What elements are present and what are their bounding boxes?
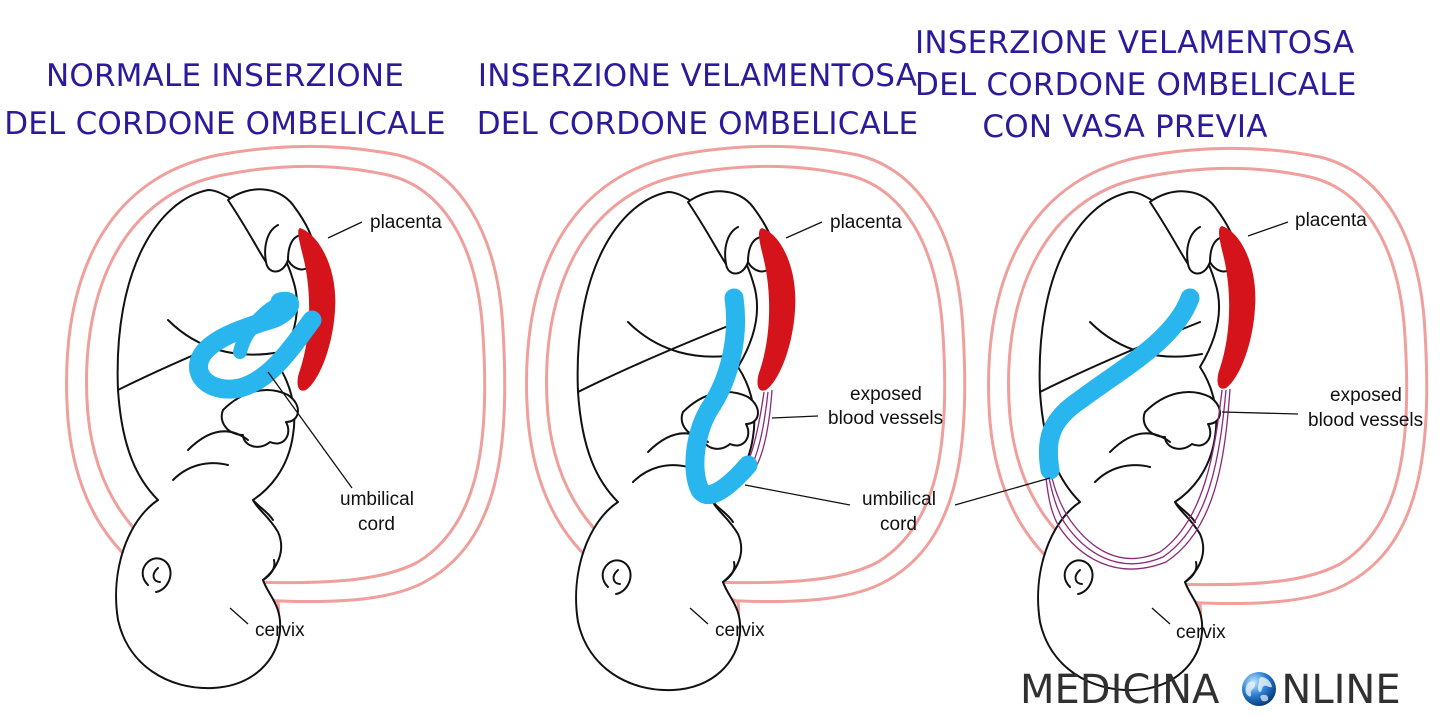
panel-3-placenta <box>1218 226 1256 389</box>
panel-1-placenta-leader <box>328 222 362 238</box>
panel-3-placenta-leader <box>1248 222 1288 236</box>
brand-word-1: MEDICINA <box>1020 667 1219 713</box>
panel-1-placenta <box>298 228 336 391</box>
panel-2-illustration: placenta exposed blood vessels umbilical… <box>527 146 965 690</box>
panel-3-fetus <box>1038 191 1236 690</box>
panel-3-vessels-label-line-1: exposed <box>1330 385 1402 406</box>
panel-2-cervix-label: cervix <box>715 620 765 641</box>
panel-2-vessels-leader <box>772 416 818 418</box>
globe-icon <box>1241 671 1277 716</box>
panel-1-illustration: placenta umbilical cord cervix <box>67 146 505 688</box>
panel-2-placenta <box>758 228 796 391</box>
panel-3-vessels-leader <box>1222 412 1298 414</box>
panel-2-cord-label-line-1: umbilical <box>862 489 936 510</box>
panel-2-cord-label-line-2: cord <box>880 514 917 535</box>
panel-2-vessels-label-line-2: blood vessels <box>828 408 943 429</box>
medicina-online-logo: MEDICINA NLINE <box>1020 668 1401 712</box>
panel-3-illustration: placenta exposed blood vessels cervix <box>955 148 1427 690</box>
panel-3-vessels-label-line-2: blood vessels <box>1308 410 1423 431</box>
panel-1-fetus <box>116 189 314 688</box>
panel-2-cord-leader <box>745 485 850 505</box>
panel-3-cervix-label: cervix <box>1176 622 1226 643</box>
panel-2-placenta-label: placenta <box>830 212 902 233</box>
panel-1-cervix-label: cervix <box>255 620 305 641</box>
panel-3-placenta-label: placenta <box>1295 210 1367 231</box>
panel-1-placenta-label: placenta <box>370 212 442 233</box>
panel-1-cord-label-line-1: umbilical <box>340 489 414 510</box>
panel-2-vessels-label-line-1: exposed <box>850 384 922 405</box>
panel-2-placenta-leader <box>786 222 822 238</box>
brand-word-2: NLINE <box>1281 667 1400 713</box>
panel-2-fetus <box>576 191 774 690</box>
panel-1-cord-label-line-2: cord <box>358 514 395 535</box>
